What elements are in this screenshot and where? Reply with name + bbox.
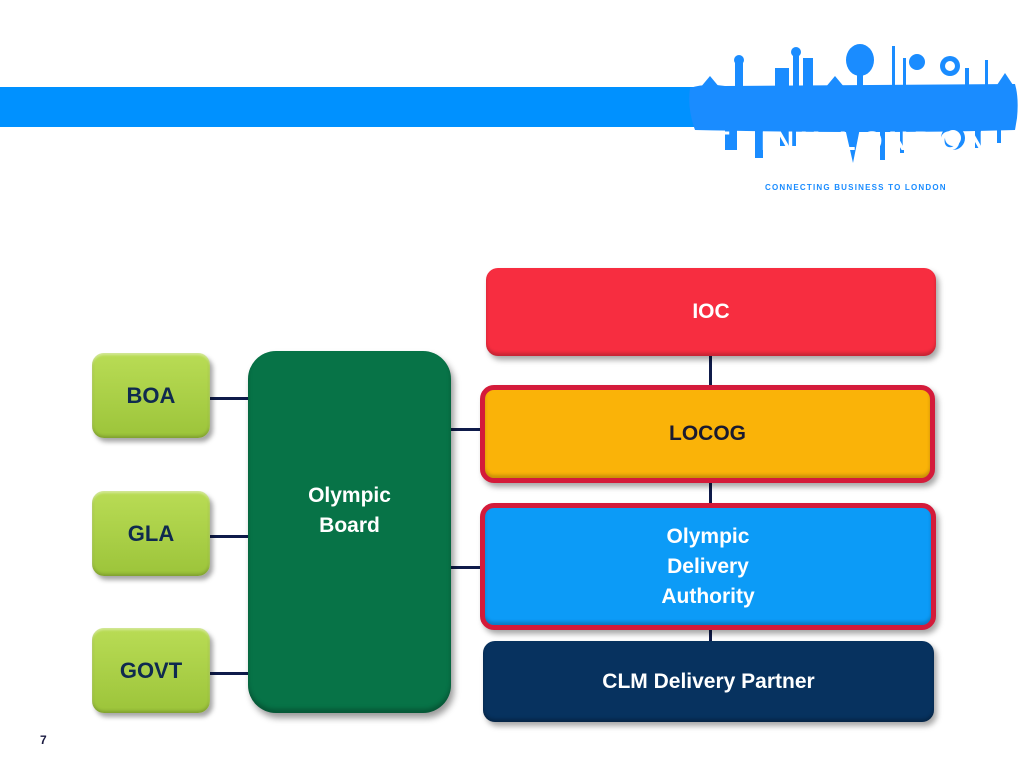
connector-ioc-locog (709, 356, 712, 386)
clm-label: CLM Delivery Partner (602, 669, 815, 693)
logo-title: THINK LONDON (713, 126, 992, 156)
oda-box: Olympic Delivery Authority (480, 503, 936, 630)
locog-label: LOCOG (669, 422, 746, 445)
oda-label-line1: Olympic (666, 524, 750, 548)
olympic-board-box: Olympic Board (248, 351, 451, 713)
board-label-line2: Board (319, 514, 380, 537)
connector-govt-board (210, 672, 248, 675)
clm-box: CLM Delivery Partner (483, 641, 934, 722)
connector-gla-board (210, 535, 248, 538)
london-skyline-icon (689, 44, 1018, 163)
boa-box: BOA (92, 353, 210, 438)
board-label-line1: Olympic (308, 484, 391, 507)
think-london-logo: THINK LONDON (685, 38, 1020, 198)
ioc-box: IOC (486, 268, 936, 356)
oda-label-line2: Delivery (667, 554, 749, 578)
connector-locog-oda (709, 483, 712, 504)
page-number: 7 (40, 733, 47, 747)
gla-box: GLA (92, 491, 210, 576)
gla-label: GLA (127, 520, 175, 546)
boa-label: BOA (126, 382, 176, 408)
connector-boa-board (210, 397, 248, 400)
locog-box: LOCOG (480, 385, 935, 483)
oda-label-line3: Authority (661, 584, 755, 608)
connector-board-locog (451, 428, 481, 431)
govt-label: GOVT (119, 657, 183, 683)
govt-box: GOVT (92, 628, 210, 713)
logo-tagline: CONNECTING BUSINESS TO LONDON (765, 183, 947, 192)
header-band (0, 87, 700, 127)
ioc-label: IOC (692, 300, 730, 323)
connector-oda-clm (709, 630, 712, 642)
connector-board-oda (451, 566, 481, 569)
